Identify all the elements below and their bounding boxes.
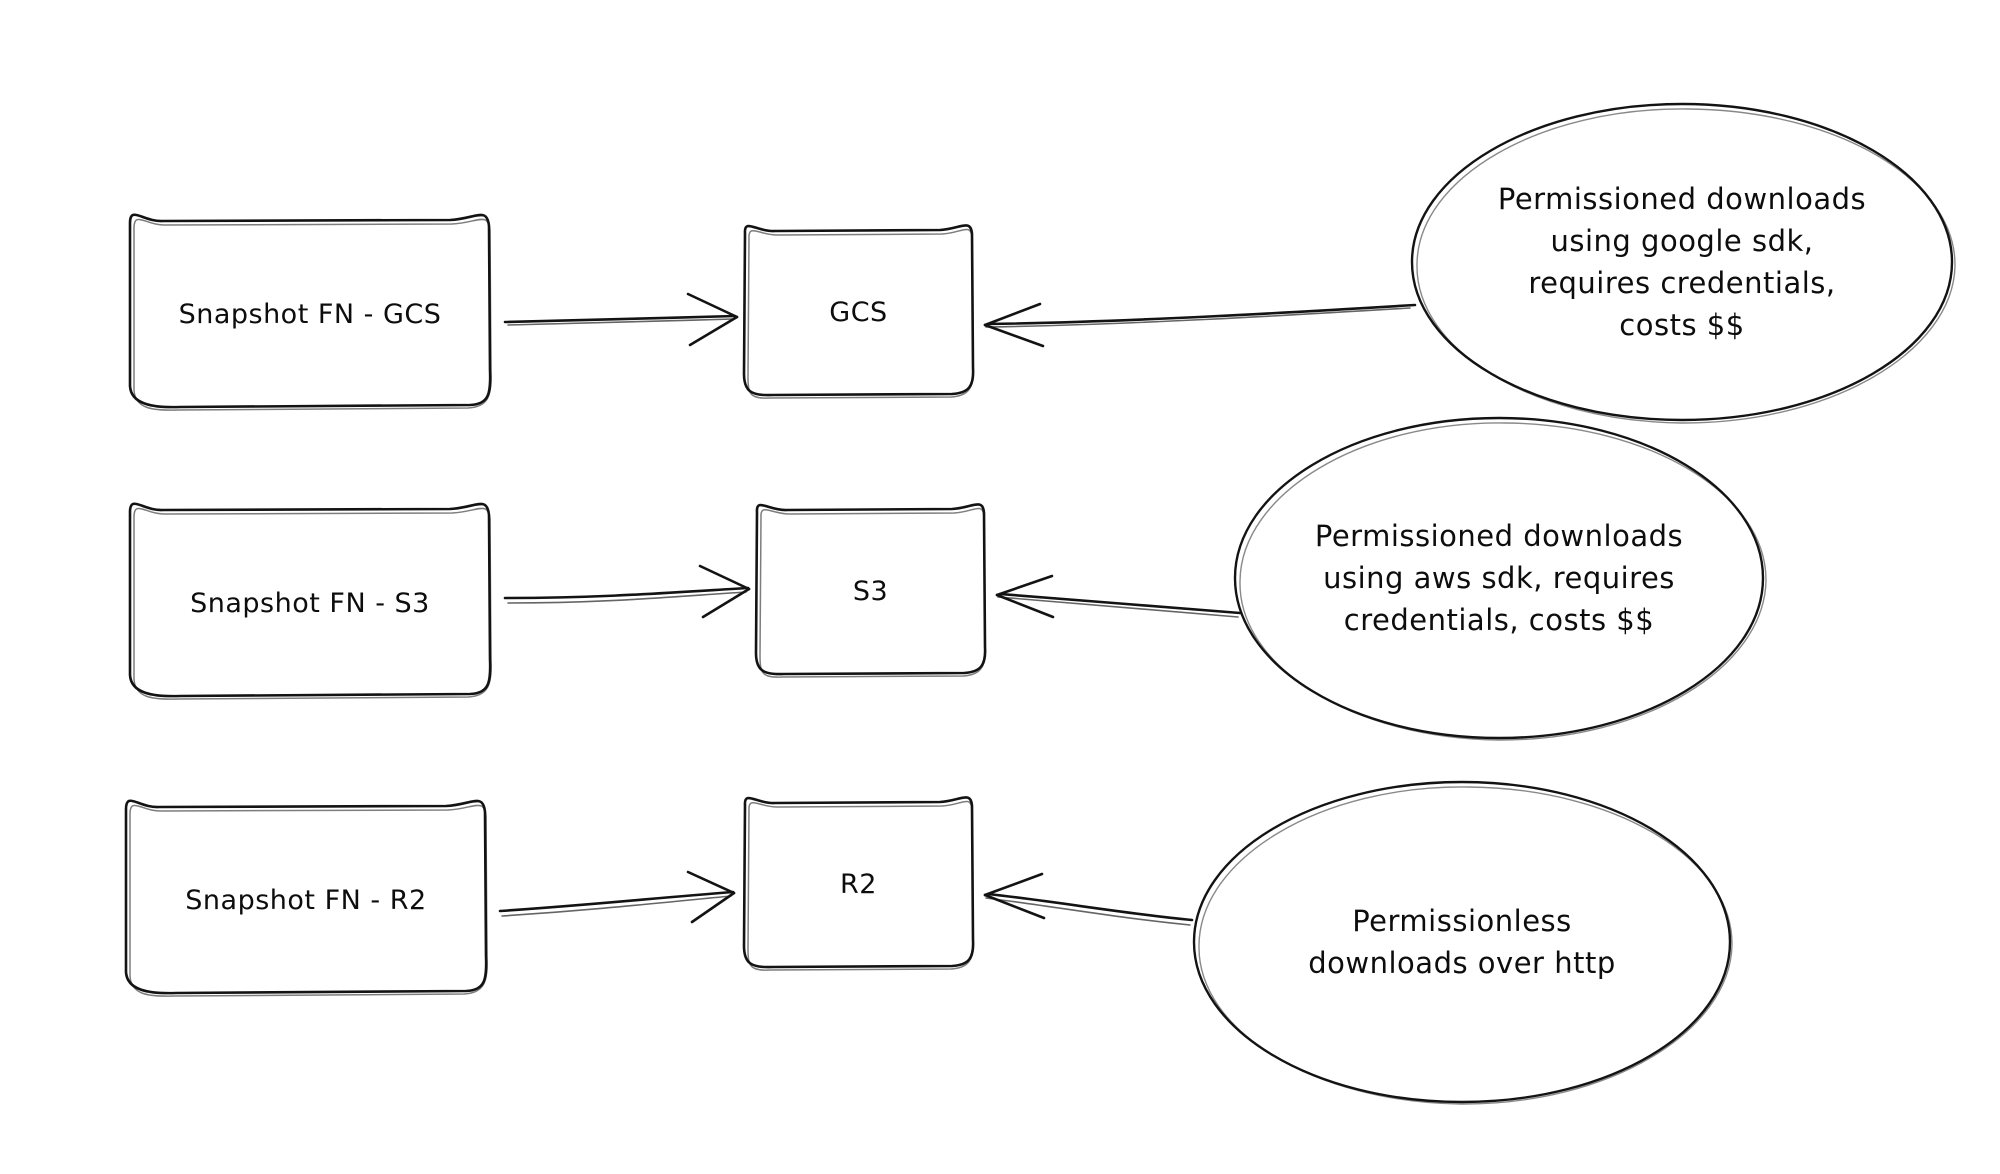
note-shape-gcs[interactable] (1410, 102, 1956, 424)
node-shape-snapshot-fn-s3[interactable] (128, 502, 492, 700)
edge-snapshot-fn-s3-to-s3 (503, 564, 751, 619)
edge-note-s3-to-s3 (995, 574, 1242, 619)
node-shape-gcs[interactable] (742, 224, 975, 399)
edge-note-r2-to-r2 (983, 872, 1194, 926)
node-shape-r2[interactable] (742, 796, 975, 971)
edge-note-gcs-to-gcs (983, 302, 1417, 348)
node-shape-s3[interactable] (754, 503, 987, 678)
note-shape-r2[interactable] (1192, 780, 1733, 1105)
edge-snapshot-fn-gcs-to-gcs (503, 292, 739, 347)
node-shape-snapshot-fn-r2[interactable] (124, 799, 488, 997)
note-shape-s3[interactable] (1233, 416, 1767, 741)
edge-snapshot-fn-r2-to-r2 (498, 870, 736, 924)
node-shape-snapshot-fn-gcs[interactable] (128, 213, 492, 411)
